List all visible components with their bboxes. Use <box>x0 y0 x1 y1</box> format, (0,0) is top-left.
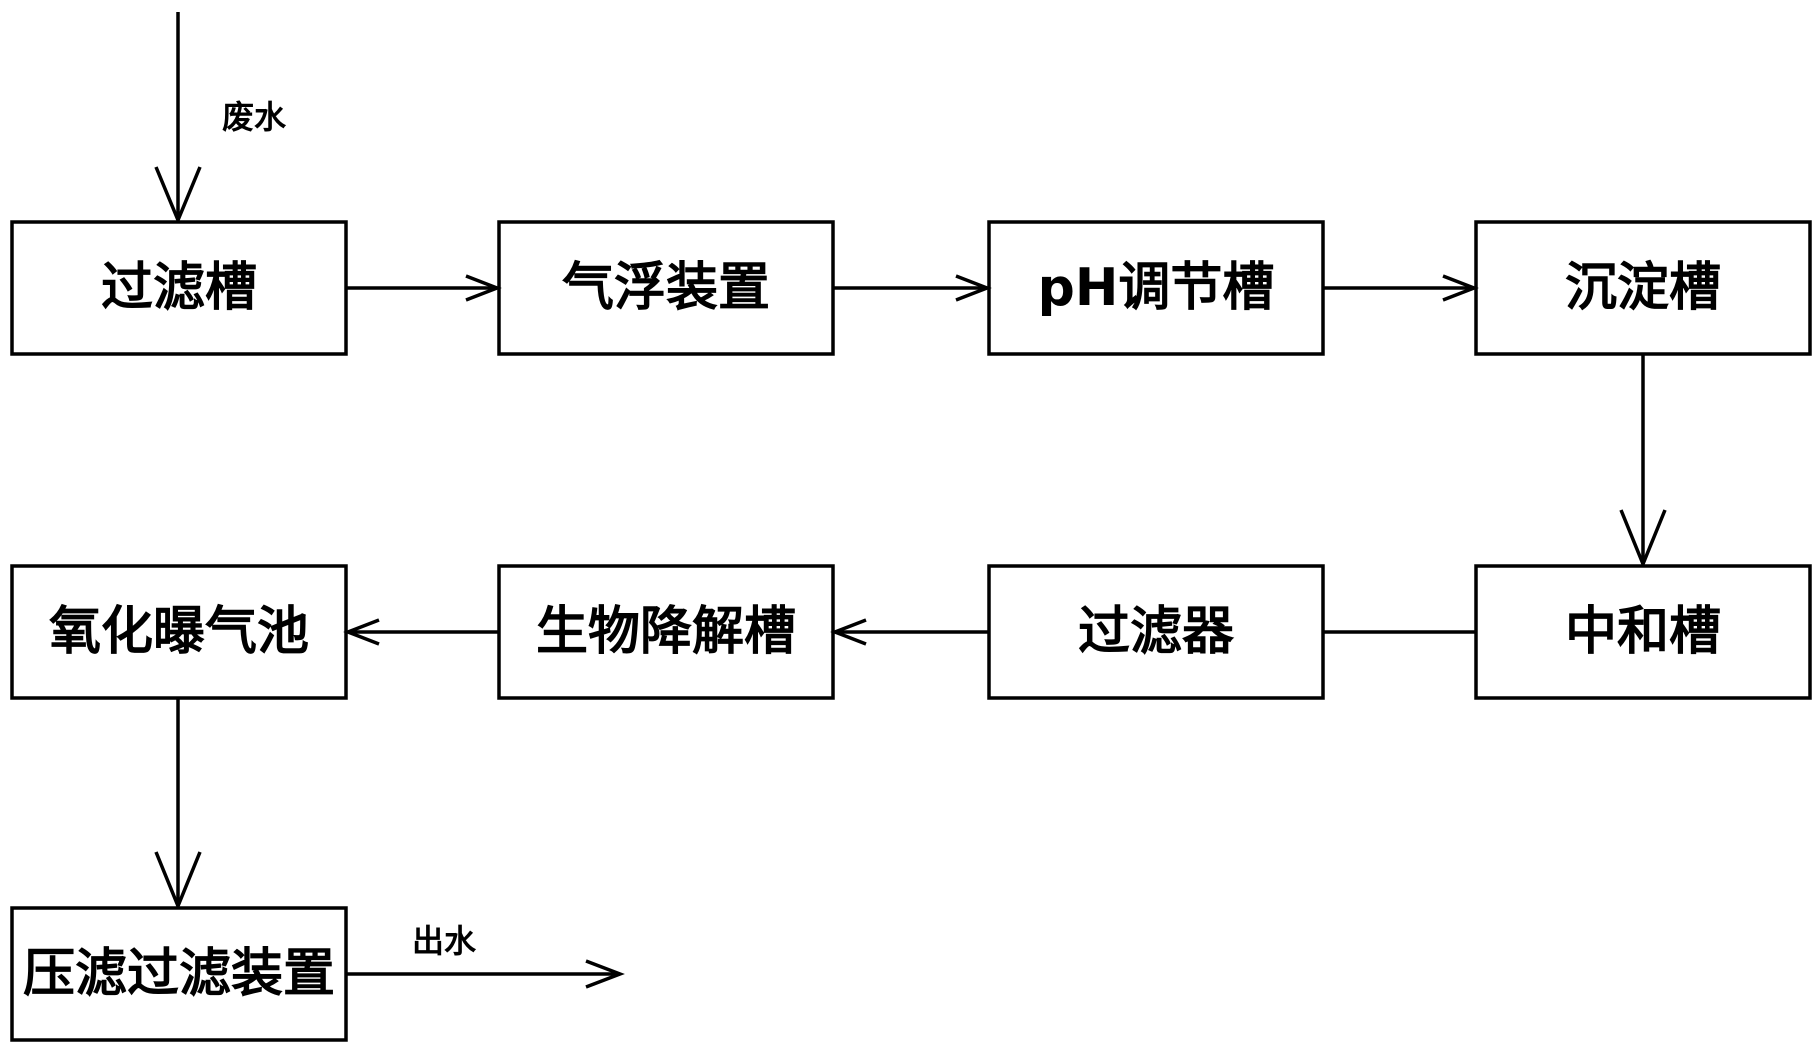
edge-sedimentation-to-neutralization <box>1619 354 1667 569</box>
edge-filter-to-bio-degradation <box>830 618 989 646</box>
node-label-bio-degradation-tank: 生物降解槽 <box>536 602 796 662</box>
input-label: 废水 <box>222 98 287 136</box>
node-press-filter: 压滤过滤装置 <box>10 906 348 1042</box>
edge-filter-tank-to-air-flotation <box>346 274 502 302</box>
node-label-press-filter: 压滤过滤装置 <box>23 944 335 1004</box>
node-label-oxidation-aeration-pool: 氧化曝气池 <box>49 602 309 662</box>
node-label-air-flotation: 气浮装置 <box>562 258 770 318</box>
node-label-filter-tank: 过滤槽 <box>101 258 257 318</box>
node-sedimentation-tank: 沉淀槽 <box>1474 220 1812 356</box>
edge-bio-degradation-to-oxidation-aeration <box>343 618 499 646</box>
edge-oxidation-aeration-to-press-filter <box>154 698 202 911</box>
node-filter: 过滤器 <box>987 564 1325 700</box>
node-label-neutralization-tank: 中和槽 <box>1565 602 1721 662</box>
output-label: 出水 <box>412 922 477 960</box>
edge-input-to-filter-tank <box>154 12 202 225</box>
node-oxidation-aeration-pool: 氧化曝气池 <box>10 564 348 700</box>
node-air-flotation: 气浮装置 <box>497 220 835 356</box>
node-label-sedimentation-tank: 沉淀槽 <box>1565 258 1721 318</box>
node-filter-tank: 过滤槽 <box>10 220 348 356</box>
node-label-filter: 过滤器 <box>1078 602 1235 662</box>
node-label-ph-tank: pH调节槽 <box>1038 258 1275 318</box>
edge-press-filter-to-output <box>346 959 625 989</box>
edge-ph-tank-to-sedimentation-tank <box>1323 274 1479 302</box>
edge-air-flotation-to-ph-tank <box>833 274 992 302</box>
node-bio-degradation-tank: 生物降解槽 <box>497 564 835 700</box>
node-neutralization-tank: 中和槽 <box>1474 564 1812 700</box>
node-ph-tank: pH调节槽 <box>987 220 1325 356</box>
